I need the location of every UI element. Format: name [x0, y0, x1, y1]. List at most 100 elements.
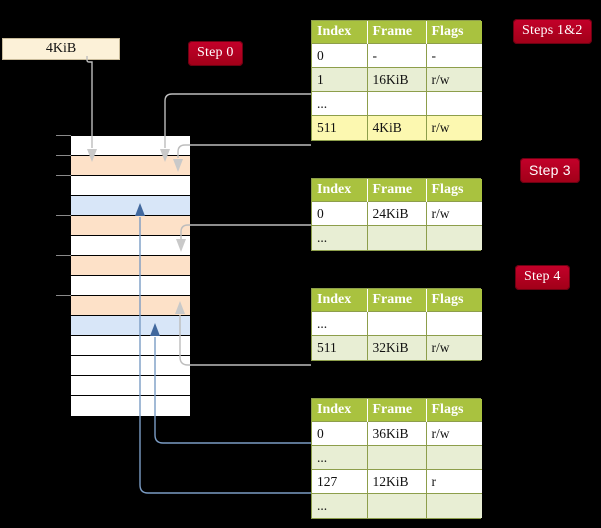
table-row: ... [312, 445, 482, 470]
memory-tick-mark [56, 175, 71, 176]
column-header-index: Index [312, 399, 368, 422]
cell-frame [367, 445, 427, 470]
physical-memory-column [70, 135, 191, 416]
cell-index: 127 [312, 469, 368, 494]
memory-frame-row [71, 316, 190, 336]
memory-frame-row [71, 256, 190, 276]
cell-flags: r/w [426, 67, 482, 92]
cell-index: 511 [312, 115, 368, 140]
cell-frame: 16KiB [367, 67, 427, 92]
cell-flags: r/w [426, 115, 482, 140]
cell-frame: 36KiB [367, 421, 427, 446]
table-row: ... [312, 91, 482, 116]
badge-step-0-label: Step 0 [197, 45, 234, 60]
source-frame-label: 4KiB [45, 41, 77, 56]
memory-tick-mark [56, 155, 71, 156]
memory-frame-row [71, 396, 190, 416]
cell-flags [426, 225, 482, 250]
memory-frame-row [71, 216, 190, 236]
cell-flags [426, 311, 482, 336]
cell-flags: r/w [426, 421, 482, 446]
cell-index: 0 [312, 421, 368, 446]
column-header-index: Index [312, 179, 368, 202]
cell-frame: - [367, 43, 427, 68]
cell-frame: 4KiB [367, 115, 427, 140]
memory-frame-row [71, 236, 190, 256]
badge-step-3: Step 3 [520, 158, 580, 183]
column-header-index: Index [312, 21, 368, 44]
cell-frame [367, 493, 427, 518]
memory-frame-row [71, 136, 190, 156]
column-header-frame: Frame [367, 21, 427, 44]
cell-frame [367, 311, 427, 336]
cell-flags: r [426, 469, 482, 494]
cell-index: ... [312, 91, 368, 116]
cell-flags: r/w [426, 335, 482, 360]
table-row: 0-- [312, 43, 482, 68]
cell-index: 1 [312, 67, 368, 92]
cell-frame [367, 225, 427, 250]
cell-index: 511 [312, 335, 368, 360]
memory-frame-row [71, 156, 190, 176]
cell-flags: - [426, 43, 482, 68]
cell-index: ... [312, 311, 368, 336]
memory-tick-mark [56, 255, 71, 256]
cell-frame: 32KiB [367, 335, 427, 360]
column-header-flags: Flags [426, 289, 482, 312]
column-header-frame: Frame [367, 289, 427, 312]
column-header-index: Index [312, 289, 368, 312]
table-row: ... [312, 311, 482, 336]
table-row: ... [312, 493, 482, 518]
memory-frame-row [71, 176, 190, 196]
cell-index: 0 [312, 43, 368, 68]
memory-frame-row [71, 336, 190, 356]
column-header-flags: Flags [426, 399, 482, 422]
connector-table2-row511-to-memory [179, 315, 311, 366]
badge-step-3-label: Step 3 [529, 162, 571, 178]
badge-step-0: Step 0 [188, 41, 243, 66]
cell-frame: 24KiB [367, 201, 427, 226]
memory-frame-row [71, 196, 190, 216]
cell-flags [426, 91, 482, 116]
memory-tick-mark [56, 135, 71, 136]
column-header-flags: Flags [426, 179, 482, 202]
badge-steps-1-2-label: Steps 1&2 [522, 23, 583, 38]
cell-index: ... [312, 225, 368, 250]
memory-tick-mark [56, 295, 71, 296]
cell-frame [367, 91, 427, 116]
column-header-frame: Frame [367, 179, 427, 202]
memory-frame-row [71, 276, 190, 296]
badge-step-4: Step 4 [515, 265, 570, 290]
cell-index: 0 [312, 201, 368, 226]
source-frame-box: 4KiB [2, 38, 120, 60]
column-header-frame: Frame [367, 399, 427, 422]
cell-index: ... [312, 493, 368, 518]
cell-flags: r/w [426, 201, 482, 226]
memory-tick-mark [56, 215, 71, 216]
connector-table4-row511-to-memory [177, 144, 311, 158]
cell-flags [426, 493, 482, 518]
badge-step-4-label: Step 4 [524, 269, 561, 284]
memory-frame-row [71, 296, 190, 316]
memory-frame-row [71, 356, 190, 376]
connector-table3-row0-to-memory [180, 224, 311, 240]
memory-frame-row [71, 376, 190, 396]
cell-frame: 12KiB [367, 469, 427, 494]
cell-index: ... [312, 445, 368, 470]
column-header-flags: Flags [426, 21, 482, 44]
table-row: ... [312, 225, 482, 250]
